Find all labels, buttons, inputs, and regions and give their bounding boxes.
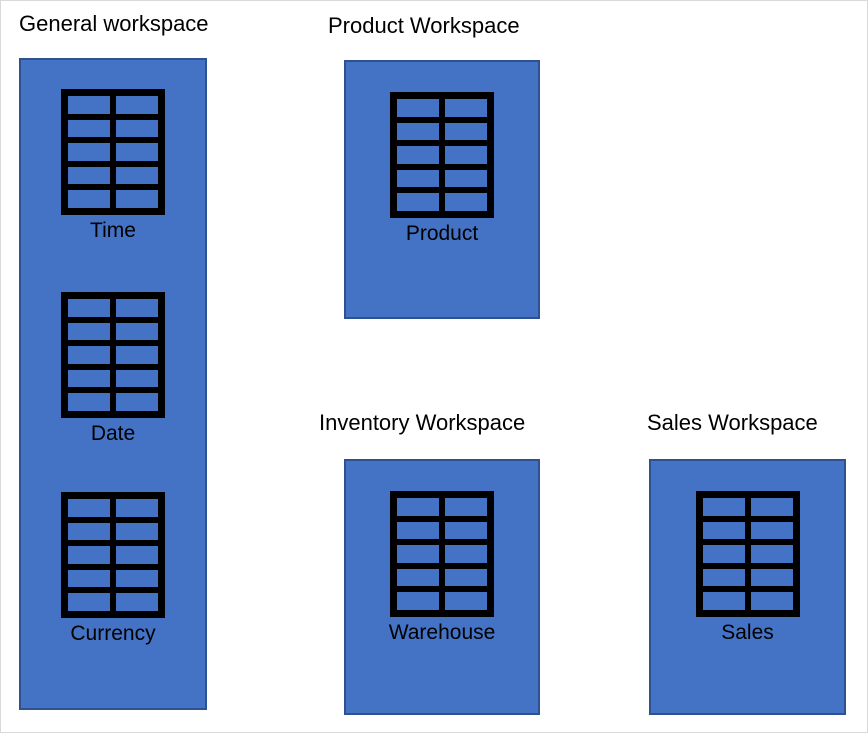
table-cell bbox=[397, 498, 439, 516]
table-cell bbox=[397, 169, 439, 188]
table-node-time[interactable]: Time bbox=[21, 89, 205, 245]
table-cell bbox=[445, 99, 487, 117]
table-cell bbox=[116, 346, 158, 364]
workspace-title-sales: Sales Workspace bbox=[647, 410, 818, 435]
table-cell bbox=[116, 96, 158, 114]
table-label: Sales bbox=[721, 621, 774, 644]
table-icon bbox=[695, 491, 800, 617]
table-cell bbox=[445, 545, 487, 563]
workspace-box-general[interactable]: Time Date bbox=[19, 58, 207, 710]
table-label: Date bbox=[90, 422, 136, 445]
table-cell bbox=[68, 96, 110, 114]
table-cell bbox=[68, 166, 110, 185]
table-cell bbox=[68, 299, 110, 317]
table-cell bbox=[397, 122, 439, 141]
table-icon bbox=[61, 492, 165, 618]
table-cell bbox=[68, 499, 110, 517]
table-cell bbox=[116, 166, 158, 185]
table-cell bbox=[68, 143, 110, 161]
table-label: Warehouse bbox=[388, 621, 496, 644]
table-cell bbox=[116, 322, 158, 341]
table-cell bbox=[68, 393, 110, 411]
table-cell bbox=[116, 143, 158, 161]
table-cell bbox=[68, 593, 110, 611]
table-cell bbox=[702, 498, 745, 516]
table-cell bbox=[397, 99, 439, 117]
table-cell bbox=[397, 568, 439, 587]
table-cell bbox=[702, 545, 745, 563]
table-cell bbox=[68, 119, 110, 138]
workspace-title-product: Product Workspace bbox=[328, 13, 520, 38]
table-icon bbox=[390, 92, 494, 218]
table-cell bbox=[445, 122, 487, 141]
table-cell bbox=[702, 521, 745, 540]
table-cell bbox=[750, 568, 793, 587]
workspace-title-inventory: Inventory Workspace bbox=[319, 410, 526, 435]
table-node-date[interactable]: Date bbox=[21, 292, 205, 448]
table-cell bbox=[68, 546, 110, 564]
table-cell bbox=[116, 569, 158, 588]
table-icon bbox=[390, 491, 494, 617]
table-node-warehouse[interactable]: Warehouse bbox=[346, 491, 538, 647]
table-cell bbox=[397, 146, 439, 164]
workspace-box-inventory[interactable]: Warehouse bbox=[344, 459, 540, 715]
table-label: Currency bbox=[70, 622, 156, 645]
table-icon bbox=[61, 292, 165, 418]
table-cell bbox=[116, 299, 158, 317]
table-cell bbox=[445, 193, 487, 211]
table-cell bbox=[445, 592, 487, 610]
table-cell bbox=[116, 522, 158, 541]
table-cell bbox=[750, 521, 793, 540]
workspace-box-product[interactable]: Product bbox=[344, 60, 540, 319]
table-cell bbox=[445, 568, 487, 587]
table-cell bbox=[750, 592, 793, 610]
table-cell bbox=[116, 546, 158, 564]
table-cell bbox=[68, 346, 110, 364]
table-cell bbox=[68, 190, 110, 208]
table-cell bbox=[397, 545, 439, 563]
table-cell bbox=[116, 369, 158, 388]
table-cell bbox=[116, 393, 158, 411]
table-cell bbox=[750, 545, 793, 563]
table-cell bbox=[397, 521, 439, 540]
table-cell bbox=[702, 592, 745, 610]
table-node-product[interactable]: Product bbox=[346, 92, 538, 248]
workspace-box-sales[interactable]: Sales bbox=[649, 459, 846, 715]
table-cell bbox=[116, 593, 158, 611]
table-cell bbox=[116, 499, 158, 517]
workspace-title-general: General workspace bbox=[19, 11, 209, 36]
table-cell bbox=[68, 569, 110, 588]
table-cell bbox=[116, 190, 158, 208]
table-cell bbox=[68, 369, 110, 388]
table-node-sales[interactable]: Sales bbox=[651, 491, 844, 647]
table-cell bbox=[445, 169, 487, 188]
table-node-currency[interactable]: Currency bbox=[21, 492, 205, 648]
table-cell bbox=[702, 568, 745, 587]
table-cell bbox=[68, 322, 110, 341]
table-label: Product bbox=[405, 222, 479, 245]
table-cell bbox=[68, 522, 110, 541]
table-icon bbox=[61, 89, 165, 215]
table-cell bbox=[116, 119, 158, 138]
table-cell bbox=[445, 498, 487, 516]
table-cell bbox=[750, 498, 793, 516]
table-cell bbox=[397, 592, 439, 610]
table-cell bbox=[445, 521, 487, 540]
table-label: Time bbox=[90, 219, 136, 242]
table-cell bbox=[445, 146, 487, 164]
table-cell bbox=[397, 193, 439, 211]
